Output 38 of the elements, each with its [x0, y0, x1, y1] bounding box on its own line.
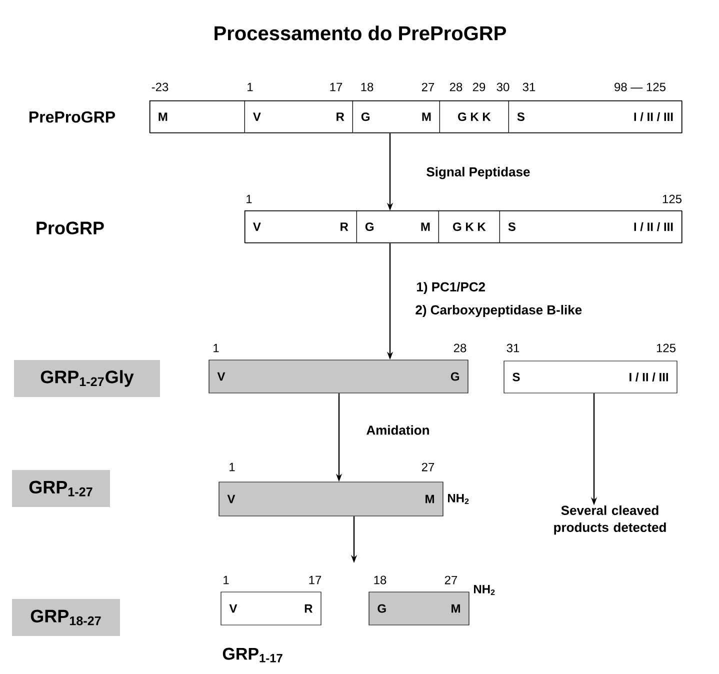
position-number: 17 [330, 82, 342, 92]
title: Processamento do PreProGRP [214, 26, 506, 40]
peptide-segment: G K K [439, 100, 509, 133]
edge-label: 1) PC1/PC2 [415, 280, 487, 296]
enzyme-label: 2) Carboxypeptidase B-like [416, 304, 582, 318]
position-number: 31 [522, 82, 536, 92]
row-name: ProGRP [36, 222, 104, 234]
position-number: 28 [450, 82, 462, 92]
name-box: GRP$_{1-27}$ [12, 470, 110, 507]
product-text: Several cleaved products detected [554, 505, 666, 535]
peptide-segment: V G [208, 360, 468, 394]
position-number: 18 [361, 82, 374, 92]
peptide-segment: V R [244, 210, 357, 243]
position-number: 29 [472, 82, 486, 92]
peptide-bar [150, 100, 682, 134]
peptide-segment: V R [220, 592, 322, 626]
peptide-segment: G M [368, 592, 470, 626]
row-name: PreProGRP [30, 111, 115, 123]
peptide-segment: G K K [438, 210, 500, 243]
peptide-segment: G M [352, 100, 440, 133]
beside-text: NH$_{2}$ [474, 584, 495, 596]
peptide-segment: S I / II / III [504, 360, 678, 394]
peptide-segment: S I / II / III [499, 210, 682, 243]
name-box: GRP$_{1-27}$Gly [14, 360, 160, 397]
edge-label: Amidation [365, 424, 431, 436]
position-number: 27 [422, 82, 434, 92]
peptide-segment: G M [356, 210, 439, 243]
beside-text: GRP$_{1-17}$ [222, 648, 282, 662]
position-number: 1 [248, 82, 253, 92]
position-number: 30 [496, 82, 510, 92]
name-box: GRP$_{18-27}$ [12, 599, 120, 636]
beside-text: NH$_{2}$ [448, 494, 469, 504]
peptide-bar [244, 210, 682, 244]
peptide-segment: V R [244, 100, 353, 133]
peptide-segment: V M [218, 482, 444, 516]
peptide-segment: S I / II / III [508, 100, 682, 133]
peptide-segment: M [149, 100, 245, 133]
edge-label: Signal Peptidase [425, 166, 532, 180]
